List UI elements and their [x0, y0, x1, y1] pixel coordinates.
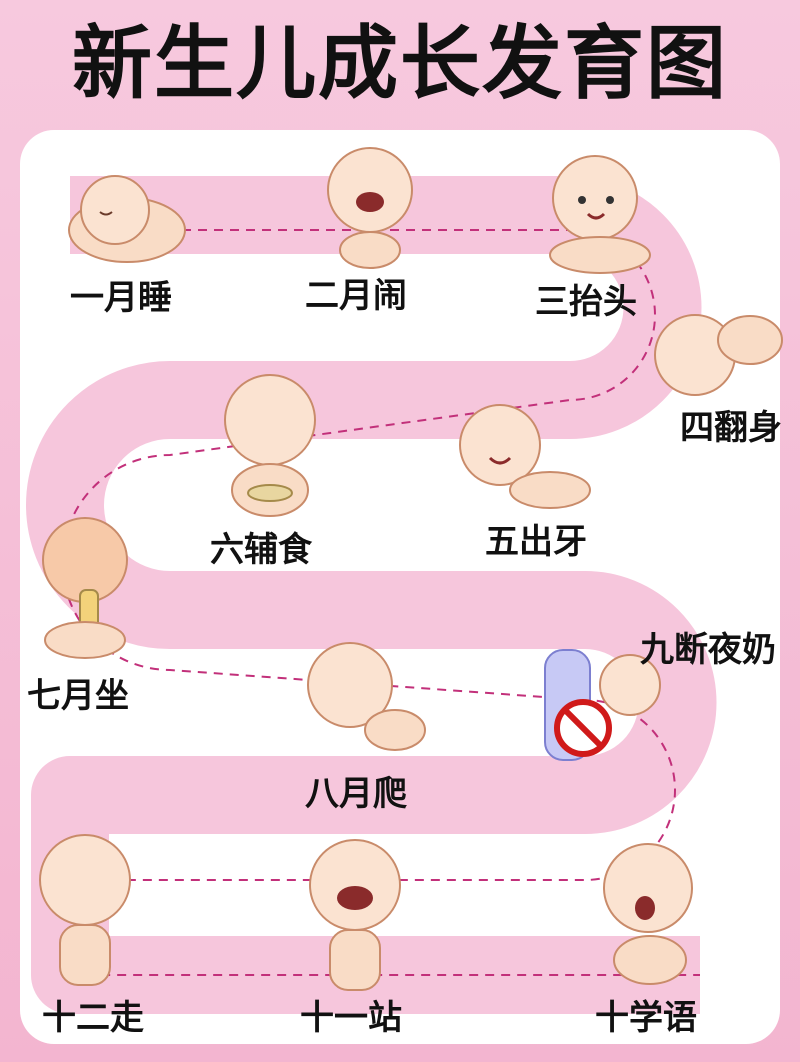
road-band	[26, 176, 717, 1014]
baby-walking-icon	[39, 834, 131, 986]
no-bottle-icon	[544, 649, 661, 761]
baby-standing-icon	[309, 839, 401, 991]
baby-sleeping-icon	[68, 175, 186, 263]
stage-label-11: 十一站	[300, 998, 402, 1038]
baby-lifting-head-icon	[549, 155, 651, 274]
stage-label-3: 三抬头	[535, 282, 637, 322]
stage-label-4: 四翻身	[680, 408, 782, 448]
baby-crawling-icon	[307, 642, 426, 751]
stage-label-8: 八月爬	[305, 774, 407, 814]
baby-talking-icon	[603, 843, 693, 985]
baby-eating-icon	[224, 374, 316, 517]
page-title: 新生儿成长发育图	[72, 17, 728, 110]
stage-label-1: 一月睡	[70, 278, 172, 318]
stage-label-12: 十二走	[42, 998, 144, 1038]
baby-crying-icon	[327, 147, 413, 269]
baby-sitting-icon	[42, 517, 128, 659]
stage-label-2: 二月闹	[305, 276, 407, 316]
stage-label-9: 九断夜奶	[640, 630, 776, 670]
baby-teething-icon	[459, 404, 591, 509]
stage-label-5: 五出牙	[485, 522, 587, 562]
stage-label-10: 十学语	[595, 998, 697, 1038]
baby-rolling-icon	[654, 314, 783, 396]
stage-label-7: 七月坐	[27, 676, 129, 716]
stage-label-6: 六辅食	[210, 530, 312, 570]
